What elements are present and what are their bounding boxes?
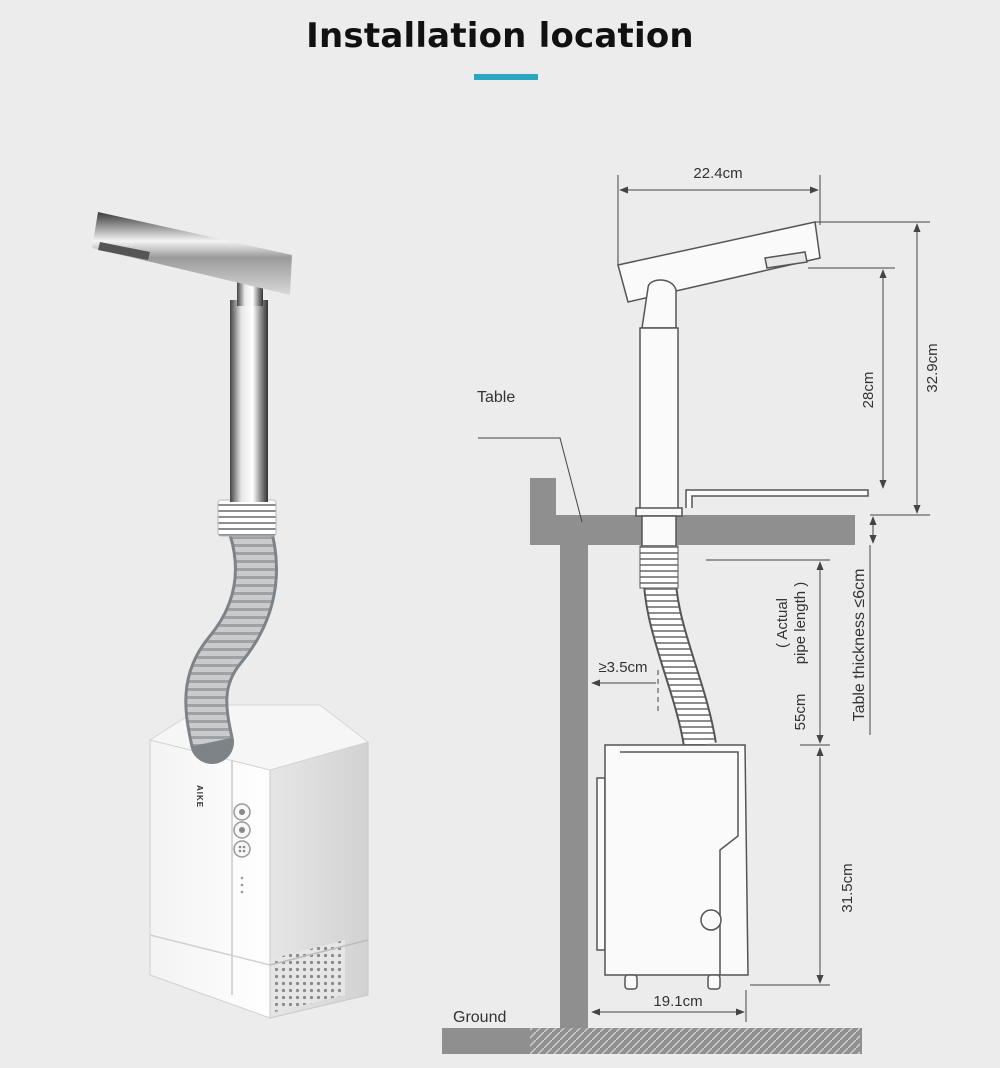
dim-pipe-length-line1: ( Actual <box>774 598 791 648</box>
dim-wall-clearance: ≥3.5cm <box>598 659 647 676</box>
product-photo: AIKE <box>92 212 370 1019</box>
vent-grille <box>275 940 345 1012</box>
dim-body-height: 28cm <box>860 372 877 409</box>
cabinet-wall <box>560 545 588 1030</box>
faucet-outline <box>617 221 869 547</box>
dim-pipe-length-line2: pipe length ) <box>792 582 809 665</box>
dim-table-thickness: Table thickness ≤6cm <box>851 569 868 722</box>
label-table: Table <box>477 389 515 406</box>
dim-unit-height: 31.5cm <box>839 863 856 912</box>
page-title: Installation location <box>306 16 694 56</box>
label-ground: Ground <box>453 1009 506 1026</box>
brand-logo: AIKE <box>195 785 204 808</box>
water-heater-unit <box>596 744 749 990</box>
dim-pipe-length-value: 55cm <box>792 694 809 731</box>
dim-unit-depth: 19.1cm <box>653 993 702 1010</box>
title-underline <box>474 74 538 80</box>
settings-button-icon <box>233 840 251 858</box>
dim-spout-width: 22.4cm <box>693 165 742 182</box>
table-top <box>530 515 855 545</box>
installation-diagram: 22.4cm 32.9cm 28cm Table thickness ≤6cm … <box>442 165 941 1054</box>
dim-total-height: 32.9cm <box>924 343 941 392</box>
